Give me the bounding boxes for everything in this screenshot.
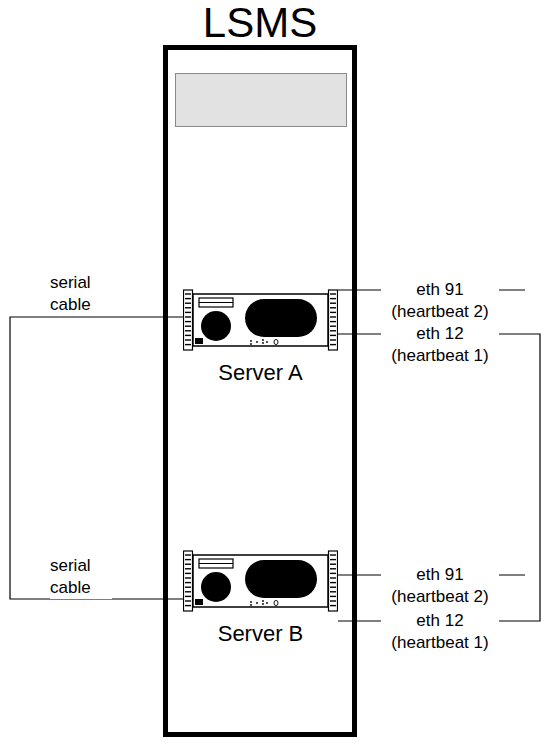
ear-slot: [185, 564, 191, 565]
port: [195, 338, 203, 344]
ear-slot: [185, 344, 191, 345]
ear-slot: [330, 298, 336, 299]
ear-slot: [185, 307, 191, 308]
power-button: [274, 600, 278, 605]
ear-slot: [330, 326, 336, 327]
ear-slot: [330, 600, 336, 601]
panel-window: [245, 299, 317, 337]
ear-slot: [330, 587, 336, 588]
drive-bay-line: [199, 302, 233, 303]
ear-slot: [185, 596, 191, 597]
power-button: [274, 339, 278, 344]
ear-slot: [185, 312, 191, 313]
ear-slot: [330, 591, 336, 592]
rack-ear: [184, 551, 193, 611]
serial-cable: [10, 317, 183, 599]
led: [262, 600, 264, 602]
ear-slot: [330, 316, 336, 317]
ear-slot: [330, 596, 336, 597]
ear-slot: [330, 321, 336, 322]
port-label: eth 91 (heartbeat 2): [381, 279, 499, 323]
led: [266, 341, 268, 343]
ear-slot: [330, 605, 336, 606]
drive-bay: [199, 559, 233, 568]
ear-slot: [185, 559, 191, 560]
ear-slot: [330, 339, 336, 340]
led: [262, 603, 264, 605]
server-box: Server B: [183, 549, 338, 659]
ear-slot: [330, 582, 336, 583]
ear-slot: [185, 582, 191, 583]
ear-slot: [330, 554, 336, 555]
ear-slot: [330, 577, 336, 578]
ear-slot: [185, 339, 191, 340]
server-illustration: [183, 549, 338, 613]
ear-slot: [185, 326, 191, 327]
led: [250, 343, 252, 345]
ear-slot: [185, 293, 191, 294]
top-panel: [175, 73, 347, 127]
server-name: Server B: [183, 621, 338, 647]
ear-slot: [185, 321, 191, 322]
equipment-rack: LSMS Server A Server B: [163, 0, 357, 737]
ear-slot: [330, 568, 336, 569]
ear-slot: [330, 303, 336, 304]
port-label: eth 12 (heartbeat 1): [381, 610, 499, 654]
ear-slot: [185, 330, 191, 331]
ear-slot: [330, 293, 336, 294]
ear-slot: [330, 559, 336, 560]
led: [266, 602, 268, 604]
ear-slot: [185, 591, 191, 592]
cable-label: serial cable: [50, 555, 112, 599]
rack-ear: [184, 290, 193, 350]
ear-slot: [330, 307, 336, 308]
cable-label: serial cable: [50, 272, 112, 316]
led: [262, 339, 264, 341]
led: [250, 601, 252, 603]
ear-slot: [330, 312, 336, 313]
ear-slot: [185, 554, 191, 555]
port-label: eth 91 (heartbeat 2): [381, 564, 499, 608]
rack-ear: [329, 551, 338, 611]
ear-slot: [185, 298, 191, 299]
port: [195, 599, 203, 605]
rack-title: LSMS: [163, 0, 357, 45]
ear-slot: [185, 335, 191, 336]
ear-slot: [185, 316, 191, 317]
ear-slot: [185, 600, 191, 601]
ear-slot: [330, 564, 336, 565]
ear-slot: [185, 605, 191, 606]
ear-slot: [330, 330, 336, 331]
server-chassis: [193, 555, 328, 607]
ear-slot: [185, 577, 191, 578]
ear-slot: [185, 587, 191, 588]
heartbeat-cable: [338, 334, 540, 621]
led: [256, 602, 258, 604]
drive-bay: [199, 298, 233, 307]
ear-slot: [330, 344, 336, 345]
server-chassis: [193, 294, 328, 346]
server-box: Server A: [183, 288, 338, 398]
rack-ear: [329, 290, 338, 350]
led: [262, 342, 264, 344]
port-label: eth 12 (heartbeat 1): [381, 323, 499, 367]
server-name: Server A: [183, 360, 338, 386]
fan: [201, 311, 231, 341]
ear-slot: [185, 568, 191, 569]
led: [256, 341, 258, 343]
ear-slot: [185, 303, 191, 304]
drive-bay-line: [199, 563, 233, 564]
panel-window: [245, 560, 317, 598]
ear-slot: [330, 335, 336, 336]
fan: [201, 572, 231, 602]
ear-slot: [185, 573, 191, 574]
led: [250, 340, 252, 342]
server-illustration: [183, 288, 338, 352]
ear-slot: [330, 573, 336, 574]
led: [250, 604, 252, 606]
